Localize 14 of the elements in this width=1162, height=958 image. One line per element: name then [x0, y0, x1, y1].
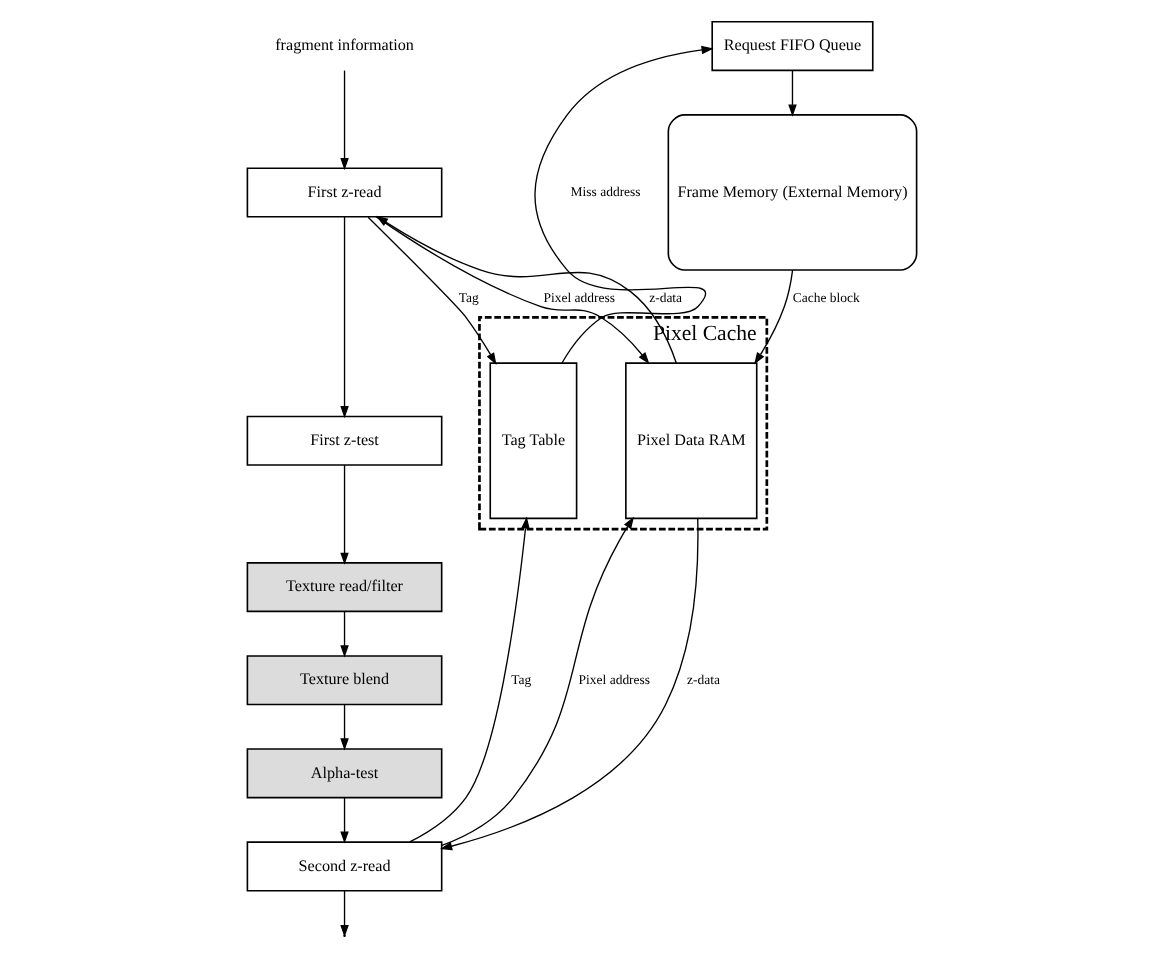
arrow	[787, 69, 796, 117]
arrow	[339, 69, 348, 171]
arrow	[366, 216, 496, 365]
arrow	[339, 464, 348, 565]
arrow	[339, 704, 348, 751]
arrow	[339, 216, 348, 419]
arrow	[440, 516, 633, 847]
arrow	[339, 797, 348, 844]
arrow	[339, 890, 348, 938]
arrow	[439, 517, 698, 851]
arrow	[533, 45, 713, 364]
arrow	[408, 516, 529, 843]
arrow	[339, 611, 348, 658]
arrow	[753, 269, 793, 365]
